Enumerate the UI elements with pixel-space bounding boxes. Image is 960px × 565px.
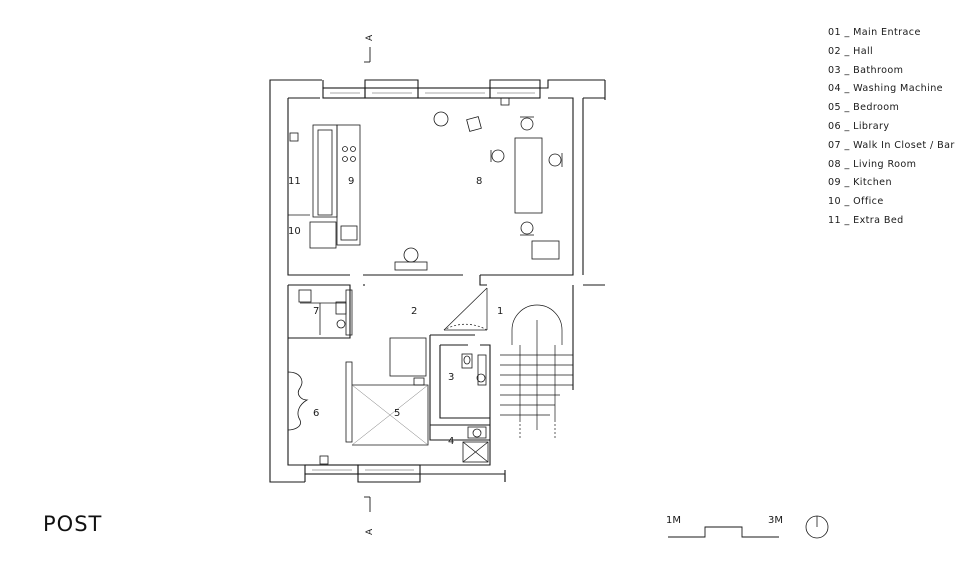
scale-label-left: 1M xyxy=(666,515,681,526)
kitchen-counter xyxy=(289,124,361,249)
north-arrow xyxy=(805,515,829,539)
living-room-furniture xyxy=(394,97,563,271)
plan-title: POST xyxy=(43,512,103,536)
legend-item: 04 _ Washing Machine xyxy=(828,83,943,95)
legend-item: 08 _ Living Room xyxy=(828,158,917,170)
room-number-6: 6 xyxy=(313,408,319,419)
room-number-8: 8 xyxy=(476,176,482,187)
hall-door xyxy=(443,287,488,331)
room-number-3: 3 xyxy=(448,372,454,383)
scale-bar xyxy=(668,526,779,538)
room-number-9: 9 xyxy=(348,176,354,187)
room-number-4: 4 xyxy=(448,436,454,447)
bedroom-furniture xyxy=(319,337,429,465)
legend-item: 02 _ Hall xyxy=(828,45,874,57)
legend-item: 06 _ Library xyxy=(828,120,890,132)
room-number-7: 7 xyxy=(313,306,319,317)
bathroom-fixtures xyxy=(461,353,489,463)
room-number-1: 1 xyxy=(497,306,503,317)
outer-walls xyxy=(269,79,606,483)
legend-item: 03 _ Bathroom xyxy=(828,64,904,76)
legend-item: 07 _ Walk In Closet / Bar xyxy=(828,139,955,151)
scale-label-right: 3M xyxy=(768,515,783,526)
room-number-10: 10 xyxy=(288,226,301,237)
legend-item: 05 _ Bedroom xyxy=(828,102,900,114)
legend-item: 11 _ Extra Bed xyxy=(828,214,904,226)
legend-item: 10 _ Office xyxy=(828,196,884,208)
legend-item: 09 _ Kitchen xyxy=(828,177,892,189)
legend-item: 01 _ Main Entrace xyxy=(828,27,921,38)
staircase xyxy=(500,304,573,440)
closet-furniture xyxy=(298,289,353,336)
interior-walls xyxy=(288,214,574,441)
section-marker-top: A xyxy=(365,34,375,41)
room-number-11: 11 xyxy=(288,176,301,187)
section-marker-bottom: A xyxy=(365,528,375,535)
room-legend: 01 _ Main Entrace 02 _ Hall 03 _ Bathroo… xyxy=(828,24,955,231)
room-number-5: 5 xyxy=(394,408,400,419)
room-number-2: 2 xyxy=(411,306,417,317)
section-line xyxy=(364,47,371,512)
room-numbers: 1 2 3 4 5 6 7 8 9 10 11 xyxy=(288,176,503,447)
library-shelf xyxy=(287,371,309,431)
